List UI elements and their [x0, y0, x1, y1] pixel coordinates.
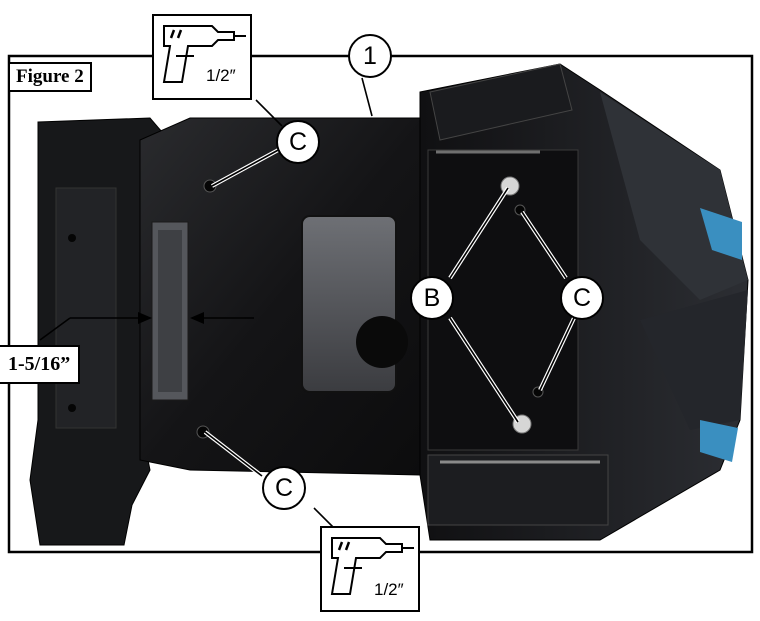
meas-arrow-right-head — [190, 312, 204, 324]
leader-part-1 — [361, 77, 373, 117]
meas-arrow-left-head — [138, 312, 152, 324]
housing-facet-2 — [640, 290, 748, 430]
end-cap-hole-top — [68, 234, 76, 242]
top-bracket — [429, 63, 573, 141]
leader-b-bottom — [449, 317, 519, 423]
leader-c-right-top — [521, 211, 567, 279]
part-number-callout: 1 — [348, 34, 392, 78]
drill-icon — [162, 25, 246, 83]
callout-c-bottom: C — [262, 466, 306, 510]
end-cap-hole-bottom — [68, 404, 76, 412]
leader-drill-top — [255, 99, 283, 127]
left-end-channel — [55, 187, 117, 429]
housing-accent-2 — [700, 420, 738, 462]
leader-c-top — [211, 147, 283, 187]
meas-leader — [39, 317, 71, 341]
figure-label: Figure 2 — [8, 62, 92, 92]
callout-c-top: C — [276, 120, 320, 164]
drill-spec-bottom: 1/2″ — [320, 526, 420, 612]
drill-spec-top: 1/2″ — [152, 14, 252, 100]
leader-b-top — [449, 187, 509, 279]
leader-c-right-bottom — [539, 317, 575, 391]
drill-icon — [330, 537, 414, 595]
drill-size-top: 1/2″ — [206, 66, 236, 85]
callout-b: B — [410, 276, 454, 320]
bracket-lower — [427, 454, 609, 526]
leader-drill-bottom — [313, 507, 335, 529]
callout-c-right: C — [560, 276, 604, 320]
drill-size-bottom: 1/2″ — [374, 580, 404, 599]
slot-inner — [158, 230, 182, 392]
housing-facet-1 — [600, 92, 748, 300]
measurement-label: 1-5/16” — [0, 345, 81, 384]
window-hole — [356, 316, 408, 368]
leader-c-bottom — [204, 431, 263, 477]
housing-accent-1 — [700, 208, 742, 260]
